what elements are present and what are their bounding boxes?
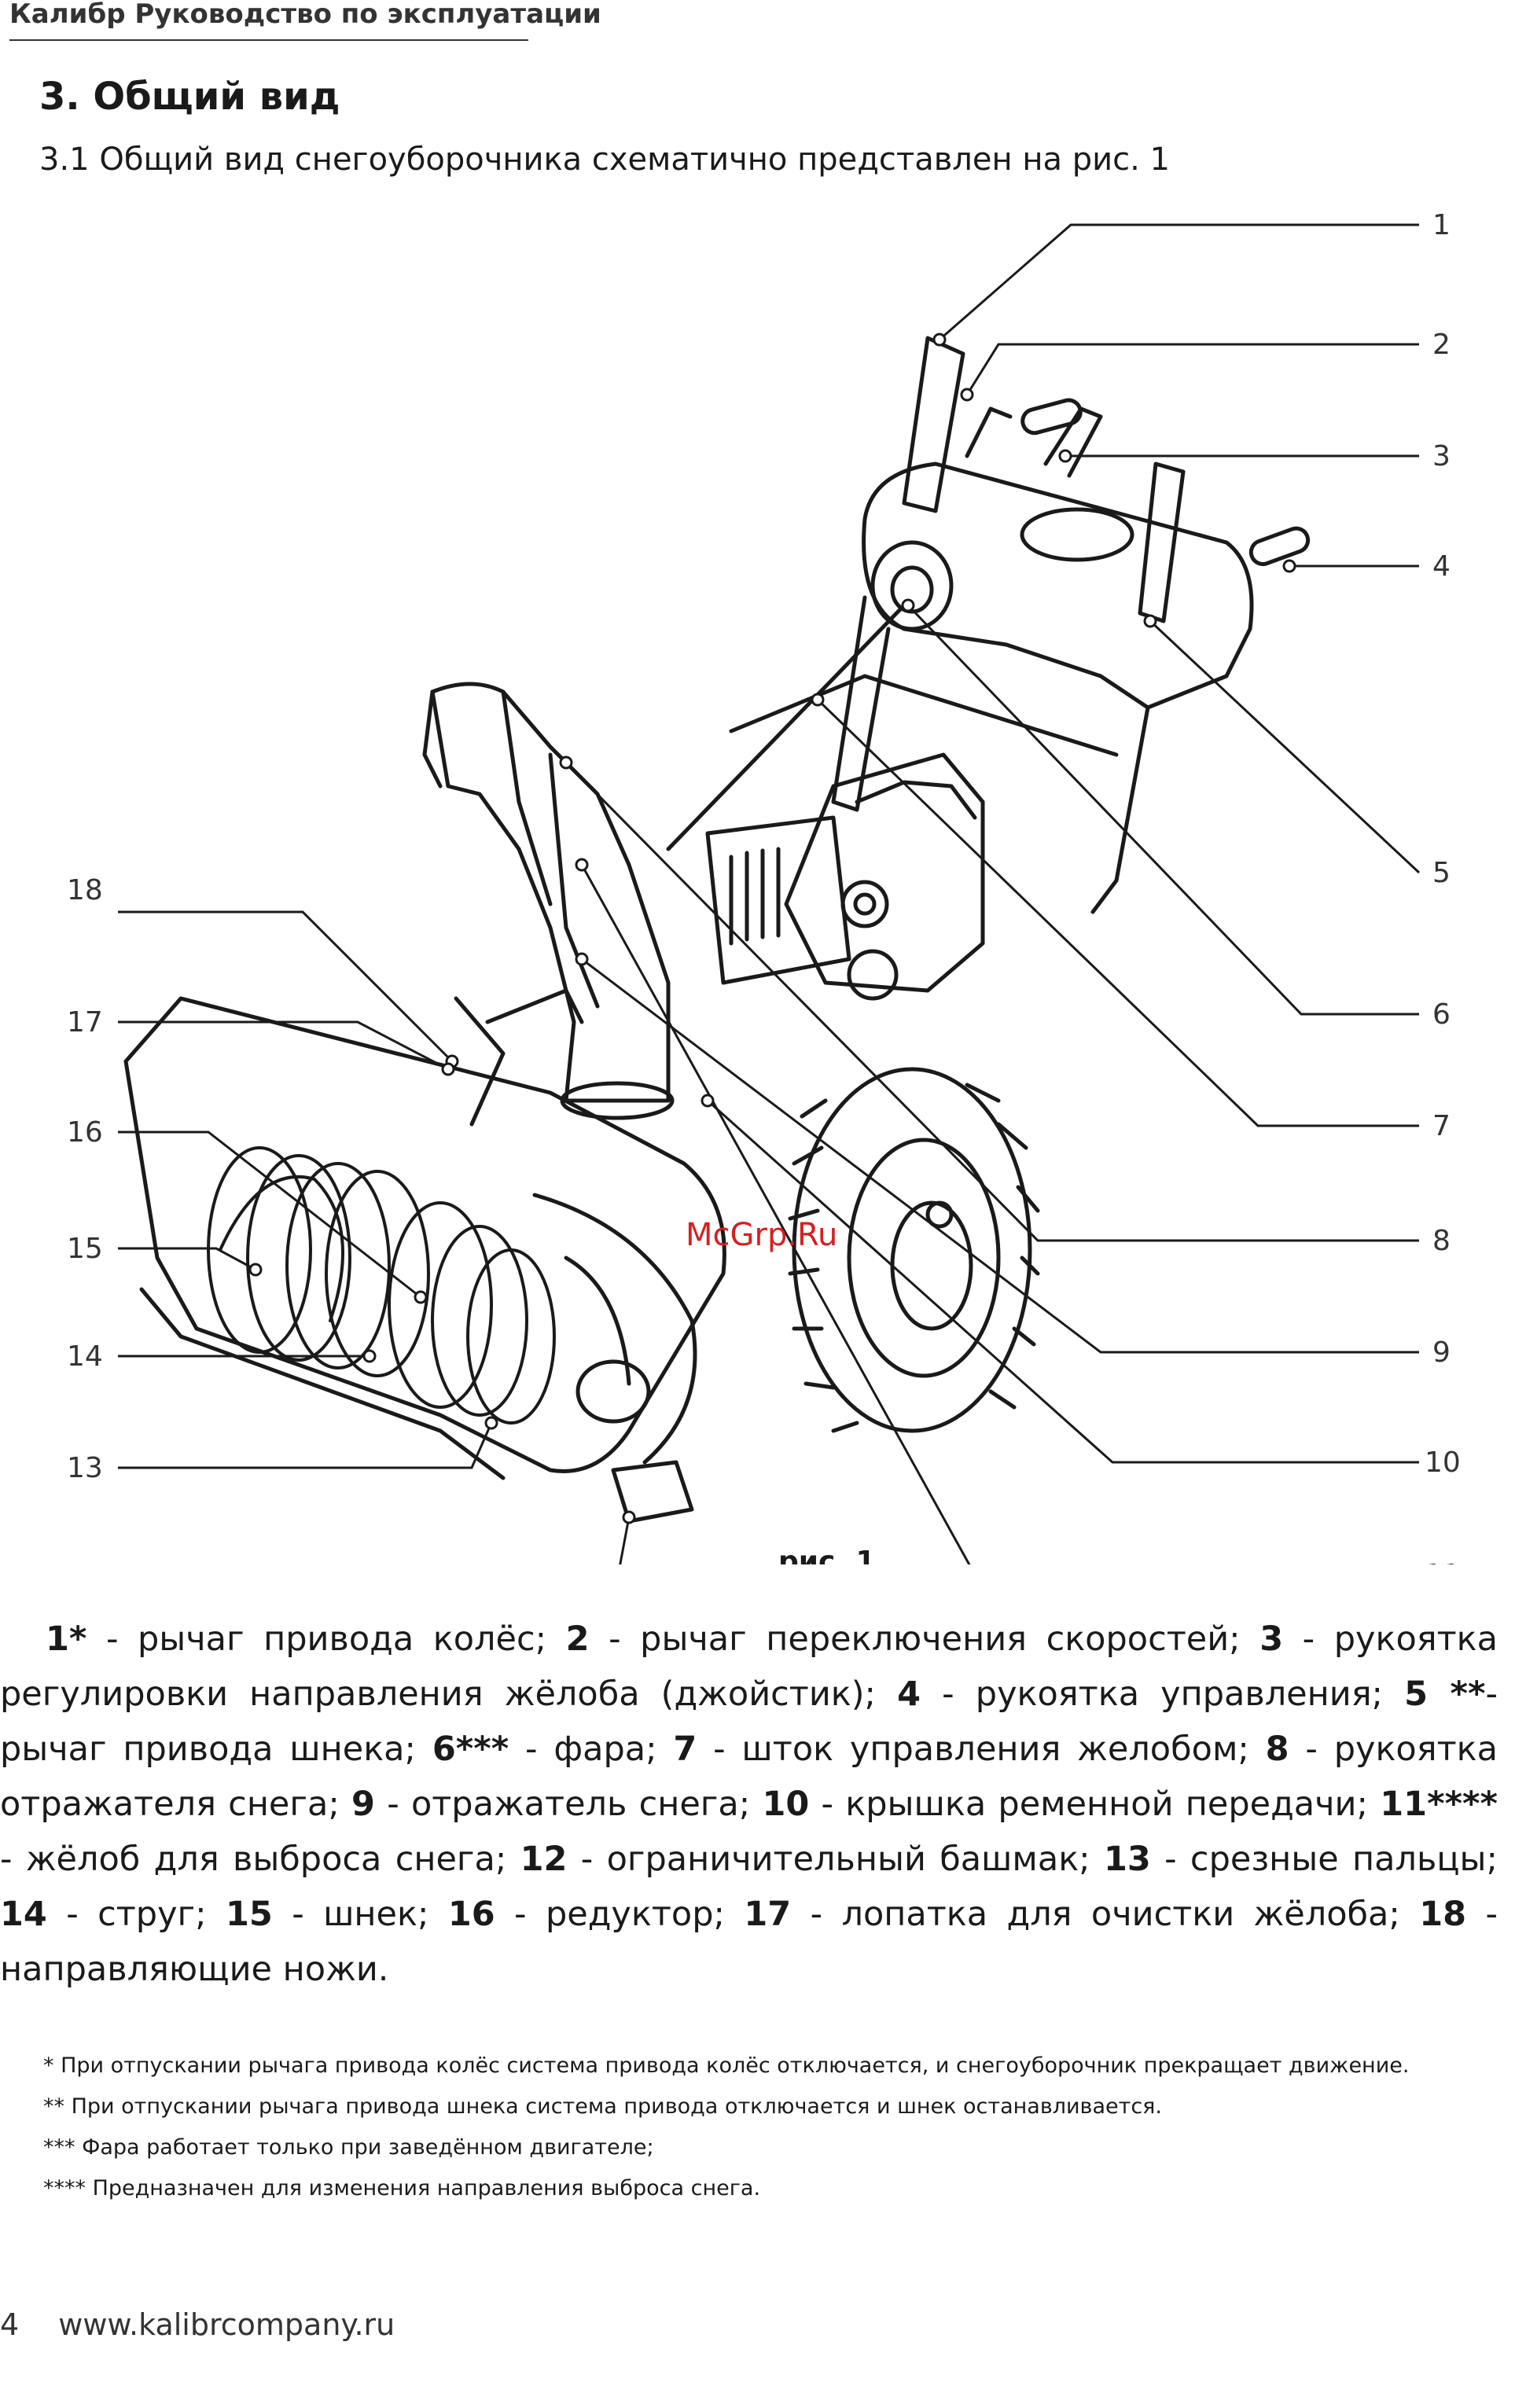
callout-9: 9 [1432, 1336, 1451, 1369]
legend-text-15: - шнек; [272, 1895, 448, 1934]
page-number: 4 [0, 2307, 20, 2342]
callout-7: 7 [1432, 1110, 1451, 1142]
watermark: McGrp.Ru [686, 1217, 837, 1253]
callout-11: 11 [1425, 1559, 1461, 1564]
legend-text-7: - шток управления желобом; [697, 1730, 1266, 1769]
legend-text-13: - срезные пальцы; [1150, 1840, 1498, 1879]
legend-text-2: - рычаг переключения скоростей; [589, 1619, 1260, 1659]
callouts-left: 18 17 16 15 14 13 12 [67, 874, 103, 1484]
legend-text-6: - фара; [509, 1730, 674, 1769]
callout-6: 6 [1432, 998, 1451, 1031]
callout-5: 5 [1432, 857, 1451, 889]
callout-10: 10 [1425, 1447, 1461, 1479]
legend-text-17: - лопатка для очистки жёлоба; [791, 1895, 1420, 1934]
running-header-title: Калибр Руководство по эксплуатации [9, 0, 601, 30]
legend-num-7: 7 [673, 1730, 697, 1769]
footnote-1: * При отпускании рычага привода колёс си… [43, 2053, 1410, 2078]
legend-num-1: 1 [46, 1619, 69, 1659]
legend-text-16: - редуктор; [495, 1895, 745, 1934]
callout-2: 2 [1432, 329, 1451, 361]
legend-num-2: 2 [565, 1619, 590, 1659]
callout-18: 18 [67, 874, 103, 906]
legend-num-5: 5 [1404, 1675, 1429, 1714]
legend-num-6: 6 [432, 1730, 456, 1769]
legend-mark-6: *** [455, 1730, 509, 1769]
legend-num-11: 11 [1380, 1785, 1428, 1824]
snowblower-drawing [123, 336, 1311, 1524]
callout-14: 14 [67, 1340, 103, 1373]
footnote-2: ** При отпускании рычага привода шнека с… [43, 2094, 1162, 2119]
section-title: 3. Общий вид [39, 75, 340, 119]
callout-dots [248, 333, 1296, 1524]
legend-text-3: - рукоятка регулировки направления жёлоб… [0, 1619, 1498, 1714]
callout-15: 15 [67, 1233, 103, 1265]
callout-8: 8 [1432, 1225, 1451, 1257]
legend-num-17: 17 [744, 1895, 792, 1934]
footnote-3: *** Фара работает только при заведённом … [43, 2135, 654, 2160]
legend-text-1: - рычаг привода колёс; [86, 1619, 566, 1659]
legend-num-4: 4 [897, 1675, 921, 1714]
legend-num-10: 10 [762, 1785, 810, 1824]
callout-3: 3 [1432, 440, 1451, 472]
legend-text-18: - направляющие ножи. [0, 1895, 1498, 1989]
running-header: Калибр Руководство по эксплуатации [9, 0, 601, 41]
callouts-right: 1 2 3 4 5 6 7 8 9 10 11 [1425, 209, 1461, 1564]
legend-num-16: 16 [447, 1895, 495, 1934]
legend-mark-1: * [68, 1619, 87, 1659]
footnote-4: **** Предназначен для изменения направле… [43, 2176, 761, 2200]
legend-num-13: 13 [1103, 1840, 1151, 1879]
callout-17: 17 [67, 1006, 103, 1039]
callout-lines [118, 223, 1421, 1564]
legend-text-5: - рычаг привода шнека; [0, 1675, 1498, 1769]
legend-num-12: 12 [520, 1840, 568, 1879]
legend-num-18: 18 [1419, 1895, 1467, 1934]
legend-num-14: 14 [0, 1895, 47, 1934]
callout-16: 16 [67, 1116, 103, 1149]
page-footer: 4 www.kalibrcompany.ru [0, 2307, 395, 2342]
legend-paragraph: 1* - рычаг привода колёс; 2 - рычаг пере… [0, 1612, 1498, 1997]
legend-text-10: - крышка ременной передачи; [809, 1785, 1381, 1824]
legend-text-14: - струг; [46, 1895, 226, 1934]
callout-1: 1 [1432, 209, 1451, 241]
callout-13: 13 [67, 1452, 103, 1484]
legend-mark-11: **** [1427, 1785, 1498, 1824]
legend-text-4: - рукоятка управления; [921, 1675, 1405, 1714]
snowblower-figure: 1 2 3 4 5 6 7 8 9 10 11 18 17 16 15 14 1… [67, 209, 1461, 1564]
figure-caption: рис. 1 [778, 1546, 876, 1564]
legend-text-11: - жёлоб для выброса снега; [0, 1840, 520, 1879]
legend-text-12: - ограничительный башмак; [567, 1840, 1104, 1879]
legend-text-9: - отражатель снега; [374, 1785, 763, 1824]
legend-mark-5: ** [1428, 1675, 1486, 1714]
section-subtitle: 3.1 Общий вид снегоуборочника схематично… [39, 142, 1170, 178]
footer-link[interactable]: www.kalibrcompany.ru [58, 2307, 395, 2342]
legend-num-9: 9 [351, 1785, 375, 1824]
legend-num-8: 8 [1265, 1730, 1289, 1769]
legend-num-15: 15 [225, 1895, 273, 1934]
legend-text-8: - рукоятка отражателя снега; [0, 1730, 1498, 1824]
legend-num-3: 3 [1259, 1619, 1284, 1659]
callout-4: 4 [1432, 550, 1451, 583]
